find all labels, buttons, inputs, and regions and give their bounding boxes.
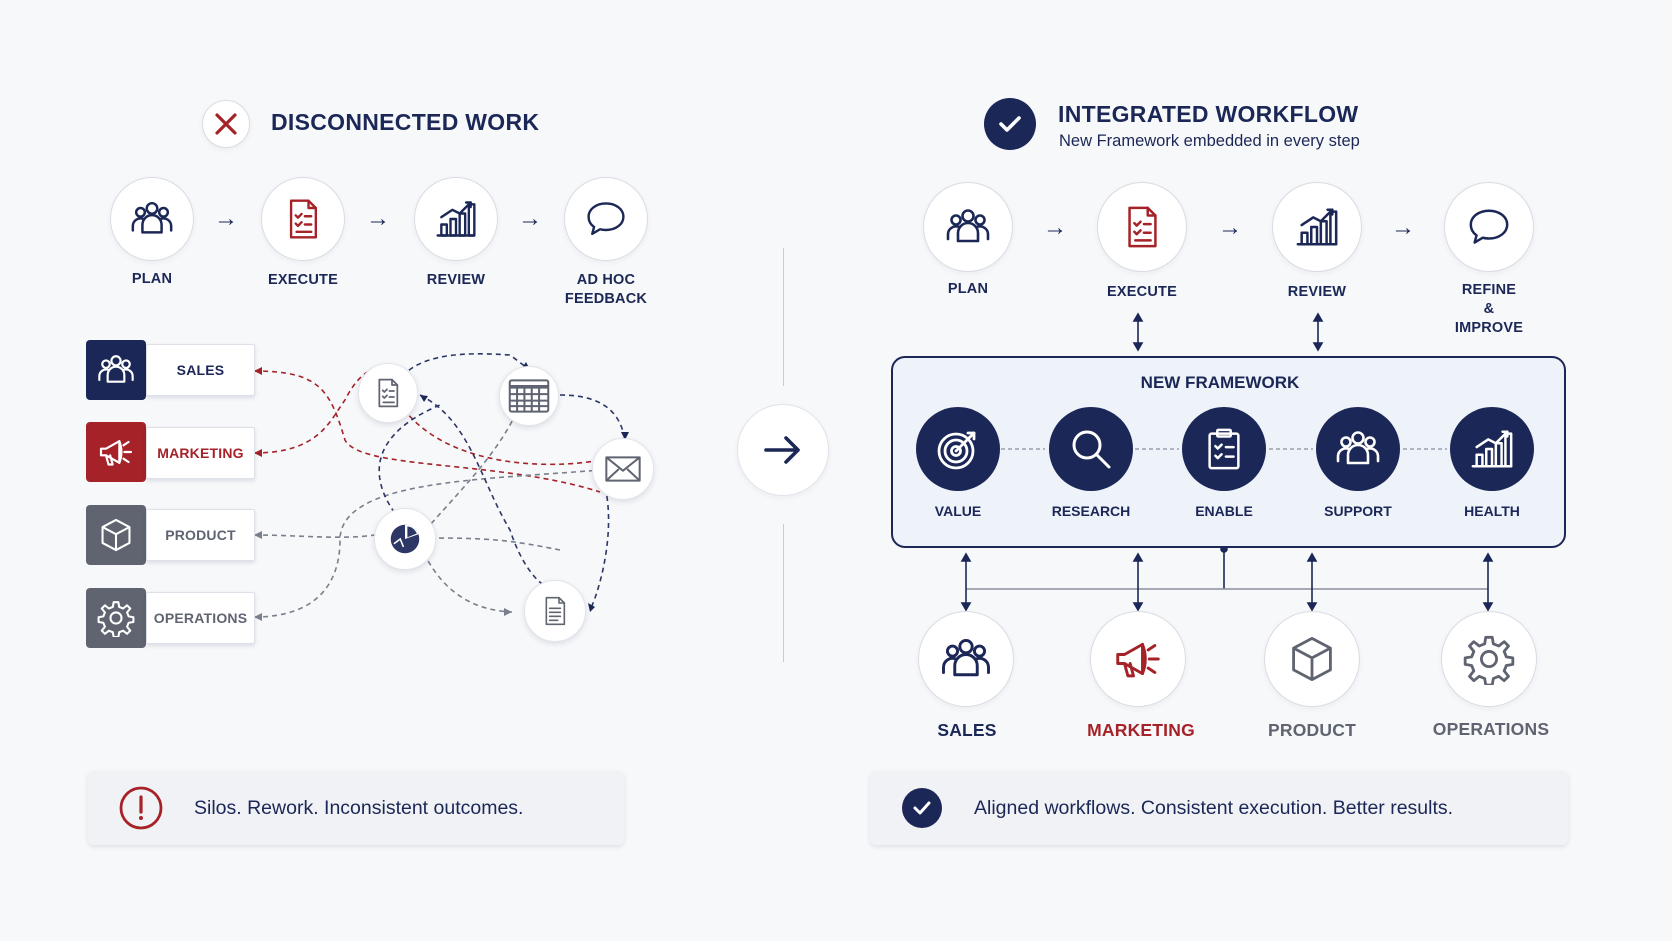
box-icon	[1286, 633, 1338, 685]
arrow-right-icon: →	[1391, 214, 1415, 241]
left-title: DISCONNECTED WORK	[271, 109, 540, 135]
marketing-dept-icon-tile	[86, 422, 146, 482]
bar-chart-icon	[1469, 426, 1515, 472]
target-icon	[934, 425, 982, 473]
right-title: INTEGRATED WORKFLOW	[1058, 101, 1359, 127]
execute-label-left: EXECUTE	[268, 272, 338, 288]
team-icon	[939, 632, 993, 686]
review-label-left: REVIEW	[426, 272, 486, 288]
refine-step-right	[1444, 182, 1534, 272]
review-label-right: REVIEW	[1287, 284, 1347, 300]
product-dept-right	[1264, 611, 1360, 707]
refine-label-text: REFINE & IMPROVE	[1454, 282, 1524, 336]
marketing-label-right: MARKETING	[1087, 720, 1195, 740]
check-icon	[902, 788, 942, 828]
right-banner: Aligned workflows. Consistent execution.…	[870, 771, 1568, 845]
arrow-right-icon: →	[518, 205, 542, 232]
marketing-dept-card: MARKETING	[146, 427, 255, 479]
check-icon	[984, 98, 1036, 150]
marketing-dept-right	[1090, 611, 1186, 707]
sales-dept-right	[918, 611, 1014, 707]
product-dept-icon-tile	[86, 505, 146, 565]
feedback-label-text: AD HOC FEEDBACK	[564, 272, 648, 307]
checklist-document-node	[358, 363, 418, 423]
health-label: HEALTH	[1464, 503, 1520, 519]
operations-dept-icon-tile	[86, 588, 146, 648]
support-node	[1316, 407, 1400, 491]
magnifier-icon	[1067, 425, 1115, 473]
refine-label-right: REFINE & IMPROVE	[1455, 281, 1523, 338]
execute-label-right: EXECUTE	[1107, 284, 1177, 300]
envelope-node	[592, 438, 654, 500]
research-label: RESEARCH	[1051, 503, 1131, 519]
sales-label-right: SALES	[937, 720, 997, 740]
feedback-label-left: AD HOC FEEDBACK	[565, 271, 647, 309]
center-divider-bottom	[783, 524, 784, 662]
review-step-left	[414, 177, 498, 261]
plan-step-right	[923, 182, 1013, 272]
review-step-right	[1272, 182, 1362, 272]
document-node	[524, 580, 586, 642]
plan-label-left: PLAN	[131, 271, 173, 287]
product-label-right: PRODUCT	[1268, 720, 1356, 740]
center-divider-top	[783, 248, 784, 386]
enable-node	[1182, 407, 1266, 491]
arrow-right-icon: →	[366, 205, 390, 232]
sales-dept-card: SALES	[146, 344, 255, 396]
transition-arrow	[737, 404, 829, 496]
arrow-right-icon: →	[1043, 214, 1067, 241]
left-banner: Silos. Rework. Inconsistent outcomes.	[88, 771, 624, 845]
gear-icon	[1463, 633, 1515, 685]
team-icon	[1334, 425, 1382, 473]
arrow-right-icon: →	[214, 205, 238, 232]
framework-title: NEW FRAMEWORK	[1140, 373, 1300, 392]
health-node	[1450, 407, 1534, 491]
right-banner-text: Aligned workflows. Consistent execution.…	[974, 796, 1454, 819]
operations-dept-card: OPERATIONS	[146, 592, 255, 644]
support-label: SUPPORT	[1324, 503, 1392, 519]
sales-dept-icon-tile	[86, 340, 146, 400]
plan-label-right: PLAN	[947, 281, 989, 297]
pie-chart-node	[374, 508, 436, 570]
megaphone-icon	[1111, 632, 1165, 686]
right-subtitle: New Framework embedded in every step	[1059, 132, 1360, 150]
clipboard-check-icon	[1201, 426, 1247, 472]
enable-label: ENABLE	[1195, 503, 1253, 519]
left-banner-text: Silos. Rework. Inconsistent outcomes.	[194, 796, 524, 819]
value-node	[916, 407, 1000, 491]
execute-step-left	[261, 177, 345, 261]
product-dept-card: PRODUCT	[146, 509, 255, 561]
plan-step-left	[110, 177, 194, 261]
feedback-step-left	[564, 177, 648, 261]
arrow-right-icon: →	[1218, 214, 1242, 241]
operations-label-right: OPERATIONS	[1432, 719, 1550, 739]
operations-dept-right	[1441, 611, 1537, 707]
research-node	[1049, 407, 1133, 491]
value-label: VALUE	[934, 503, 982, 519]
arrow-right-icon	[764, 436, 800, 464]
alert-icon	[119, 786, 163, 830]
x-icon	[202, 100, 250, 148]
calendar-node	[499, 366, 559, 426]
execute-step-right	[1097, 182, 1187, 272]
